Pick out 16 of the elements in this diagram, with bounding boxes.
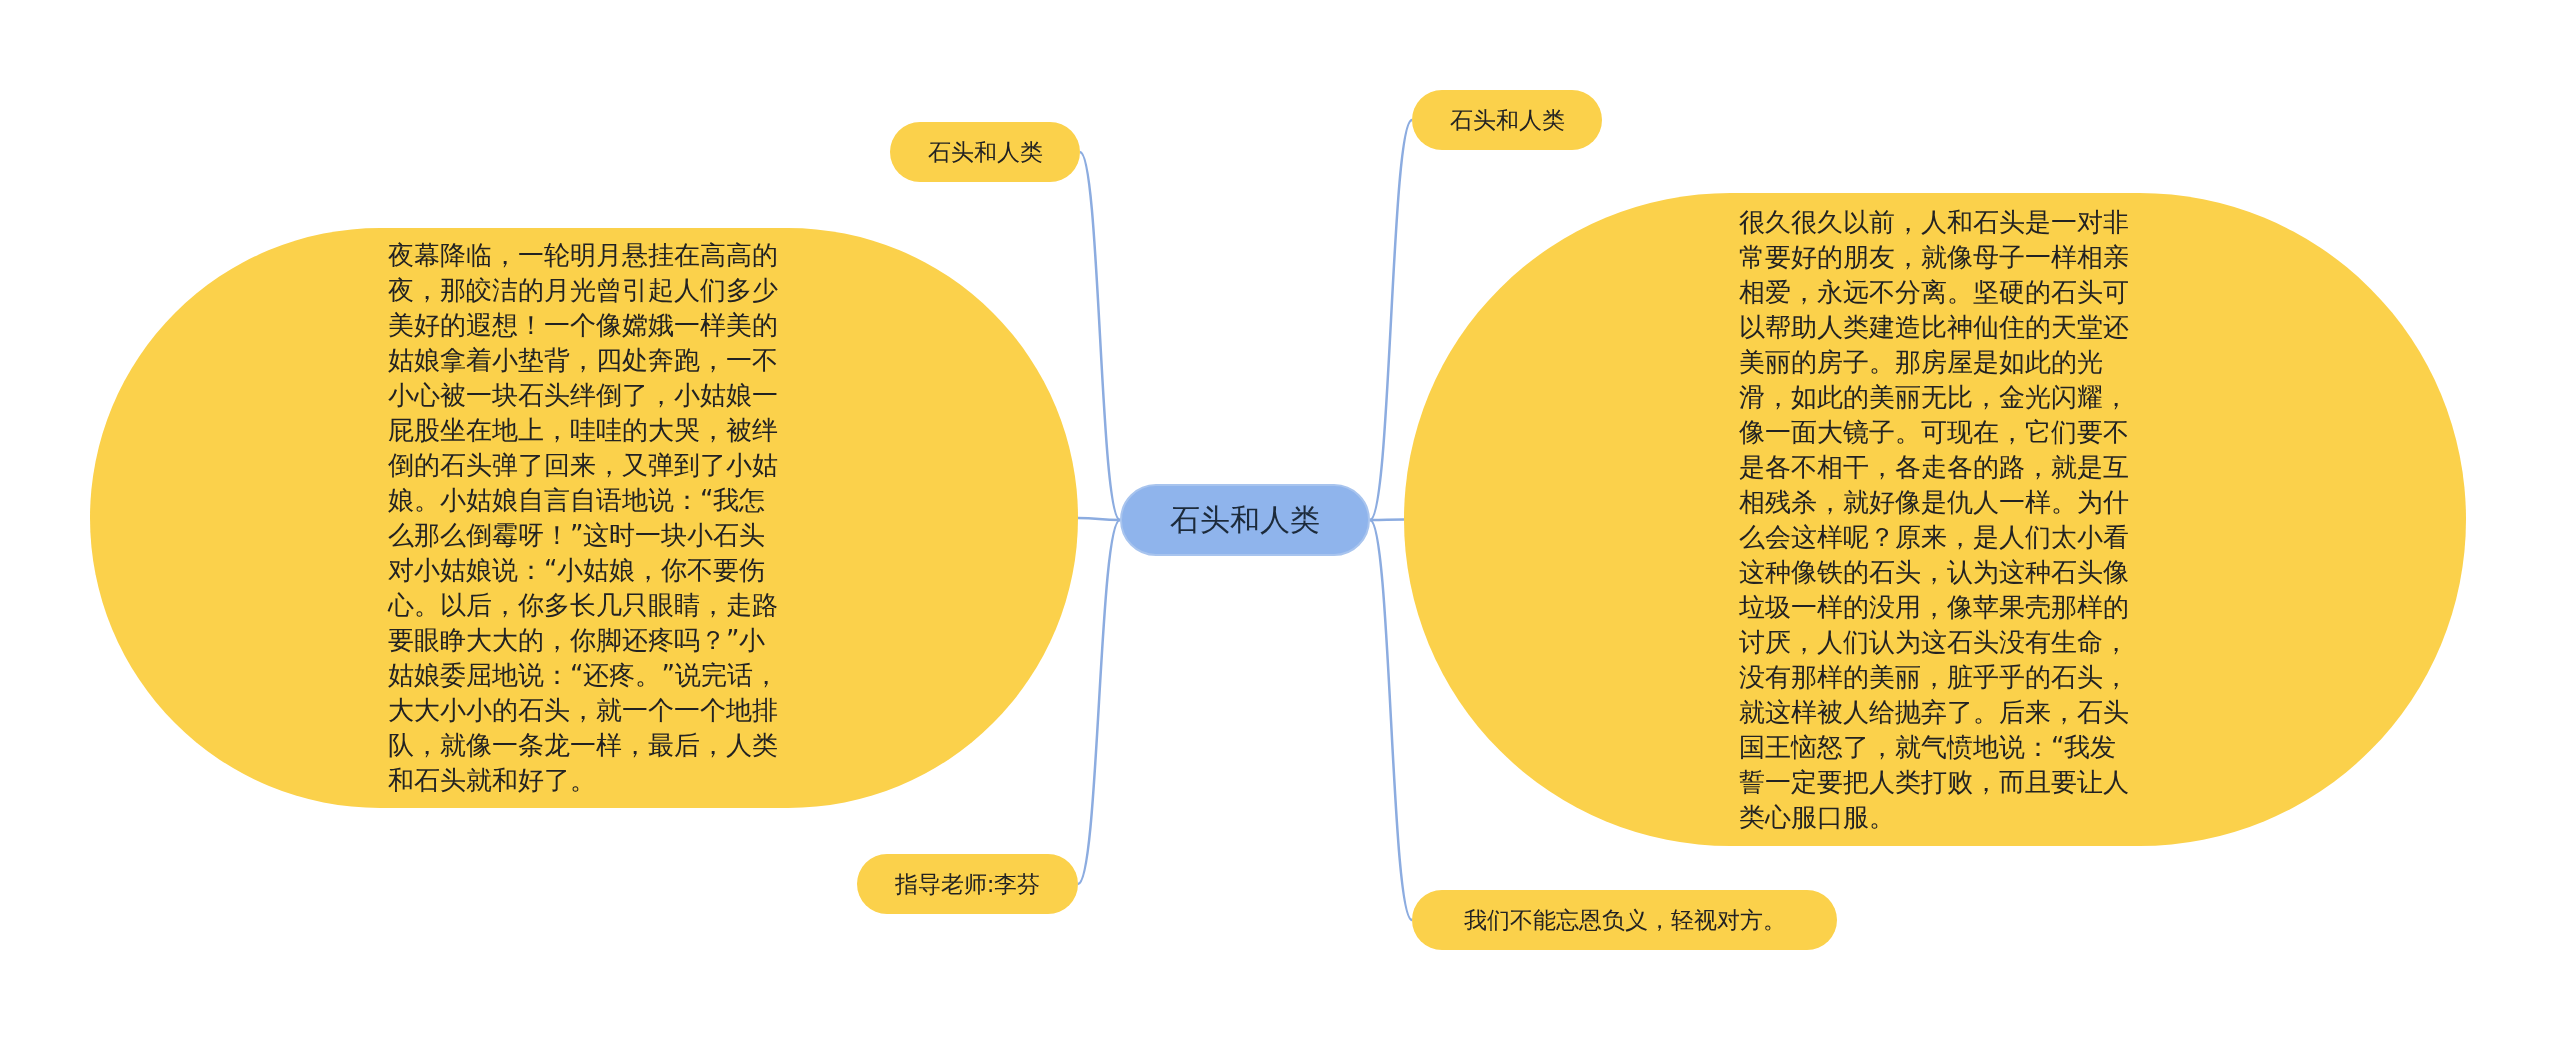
connector-line [1078,516,1120,522]
node-text: 石头和人类 [1170,500,1320,539]
topic-pill [857,854,1078,914]
node-text: 夜幕降临，一轮明月悬挂在高高的夜，那皎洁的月光曾引起人们多少美好的遐想！一个像嫦娥一样美的姑娘拿着小垫背，四处奔跑，一不小心被一块石头绊倒了，小姑娘一屁股坐在地上，哇哇的大哭，被绊倒的石头弹了回来，又弹到了小姑娘。小姑娘自言自语地说：“我怎么那么倒霉呀！”这时一块小石头对小姑娘说：“小姑娘，你不要伤心。以后，你多长几只眼睛，走路要眼睁大大的，你脚还疼吗？”小姑娘委屈地说：“还疼。”说完话，大大小小的石头，就一个一个地排队，就像一条龙一样，最后，人类和石头就和好了。 [388,239,780,797]
connector-line [1368,519,1414,921]
node-text: 我们不能忘恩负义，轻视对方。 [1463,905,1786,935]
connector-line [1370,518,1404,522]
node-text: 石头和人类 [1449,105,1565,135]
node-text: 很久很久以前，人和石头是一对非常要好的朋友，就像母子一样相亲相爱，永远不分离。坚硬的石头可以帮助人类建造比神仙住的天堂还美丽的房子。那房屋是如此的光滑，如此的美丽无比，金光闪耀，像一面大镜子。可现在，它们要不是各不相干，各走各的路，就是互相残杀，就好像是仇人一样。为什么会这样呢？原来，是人们太小看这种像铁的石头，认为这种石头像垃圾一样的没用，像苹果壳那样的讨厌，人们认为这石头没有生命，没有那样的美丽，脏乎乎的石头，就这样被人给抛弃了。后来，石头国王恼怒了，就气愤地说：“我发誓一定要把人类打败，而且要让人类心服口服。 [1739,205,2130,834]
node-text: 石头和人类 [927,137,1043,167]
connector-line [1368,119,1414,521]
connector-line [1078,151,1122,521]
topic-pill [890,122,1080,182]
topic-pill [1412,890,1837,950]
node-text: 指导老师:李芬 [894,869,1041,899]
topic-pill [1412,90,1602,150]
